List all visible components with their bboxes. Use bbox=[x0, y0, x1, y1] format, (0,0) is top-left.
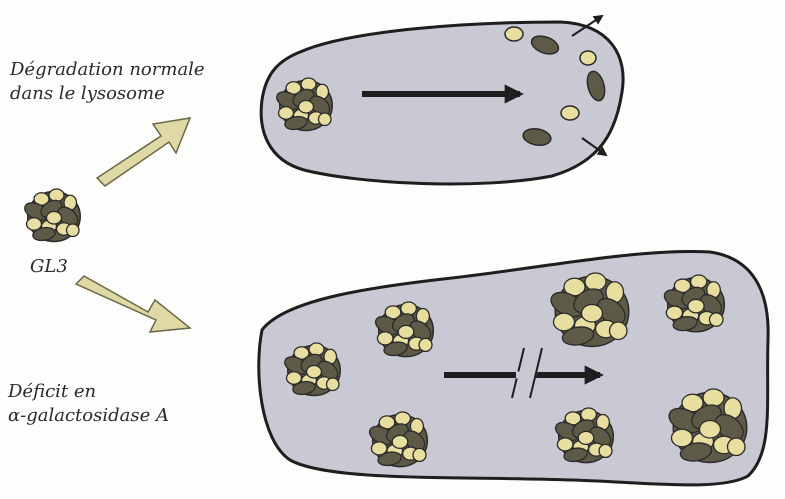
granule-light bbox=[688, 299, 704, 313]
granule-light bbox=[49, 189, 64, 202]
gl3-label: GL3 bbox=[30, 255, 68, 279]
granule-light bbox=[319, 113, 332, 126]
granule-light bbox=[585, 273, 606, 291]
granule-light bbox=[309, 343, 324, 356]
pathway-arrow-to-normal bbox=[97, 118, 190, 186]
granule-light bbox=[307, 366, 322, 379]
granule-light bbox=[419, 338, 432, 351]
granule-light bbox=[728, 438, 746, 456]
granule-light bbox=[610, 322, 628, 340]
granule-light bbox=[599, 444, 612, 457]
granule-light bbox=[398, 325, 414, 338]
granule-light bbox=[703, 389, 724, 407]
granule-light bbox=[395, 412, 411, 425]
granule-light bbox=[691, 275, 707, 289]
granule-light bbox=[327, 378, 340, 391]
granule-light bbox=[301, 78, 316, 91]
granule-light bbox=[401, 302, 417, 315]
normal-degradation-label-line-2: dans le lysosome bbox=[10, 82, 165, 106]
deficit-label-line-1: Déficit en bbox=[8, 380, 96, 404]
granule-light bbox=[67, 224, 80, 237]
deficit-label-line-2: α-galactosidase A bbox=[8, 404, 169, 428]
granule-light bbox=[581, 408, 597, 421]
granule-light bbox=[578, 431, 594, 444]
granule-light bbox=[413, 448, 426, 461]
granule-light bbox=[392, 435, 408, 448]
granule-light bbox=[299, 101, 314, 114]
granule-light bbox=[710, 313, 724, 327]
granule-light bbox=[700, 421, 721, 439]
granule-light bbox=[582, 305, 603, 323]
pathway-arrow-to-deficit bbox=[76, 276, 190, 332]
granule-light bbox=[47, 212, 62, 225]
gl3-cluster-source bbox=[22, 189, 81, 242]
normal-degradation-label-line-1: Dégradation normale bbox=[10, 58, 205, 82]
